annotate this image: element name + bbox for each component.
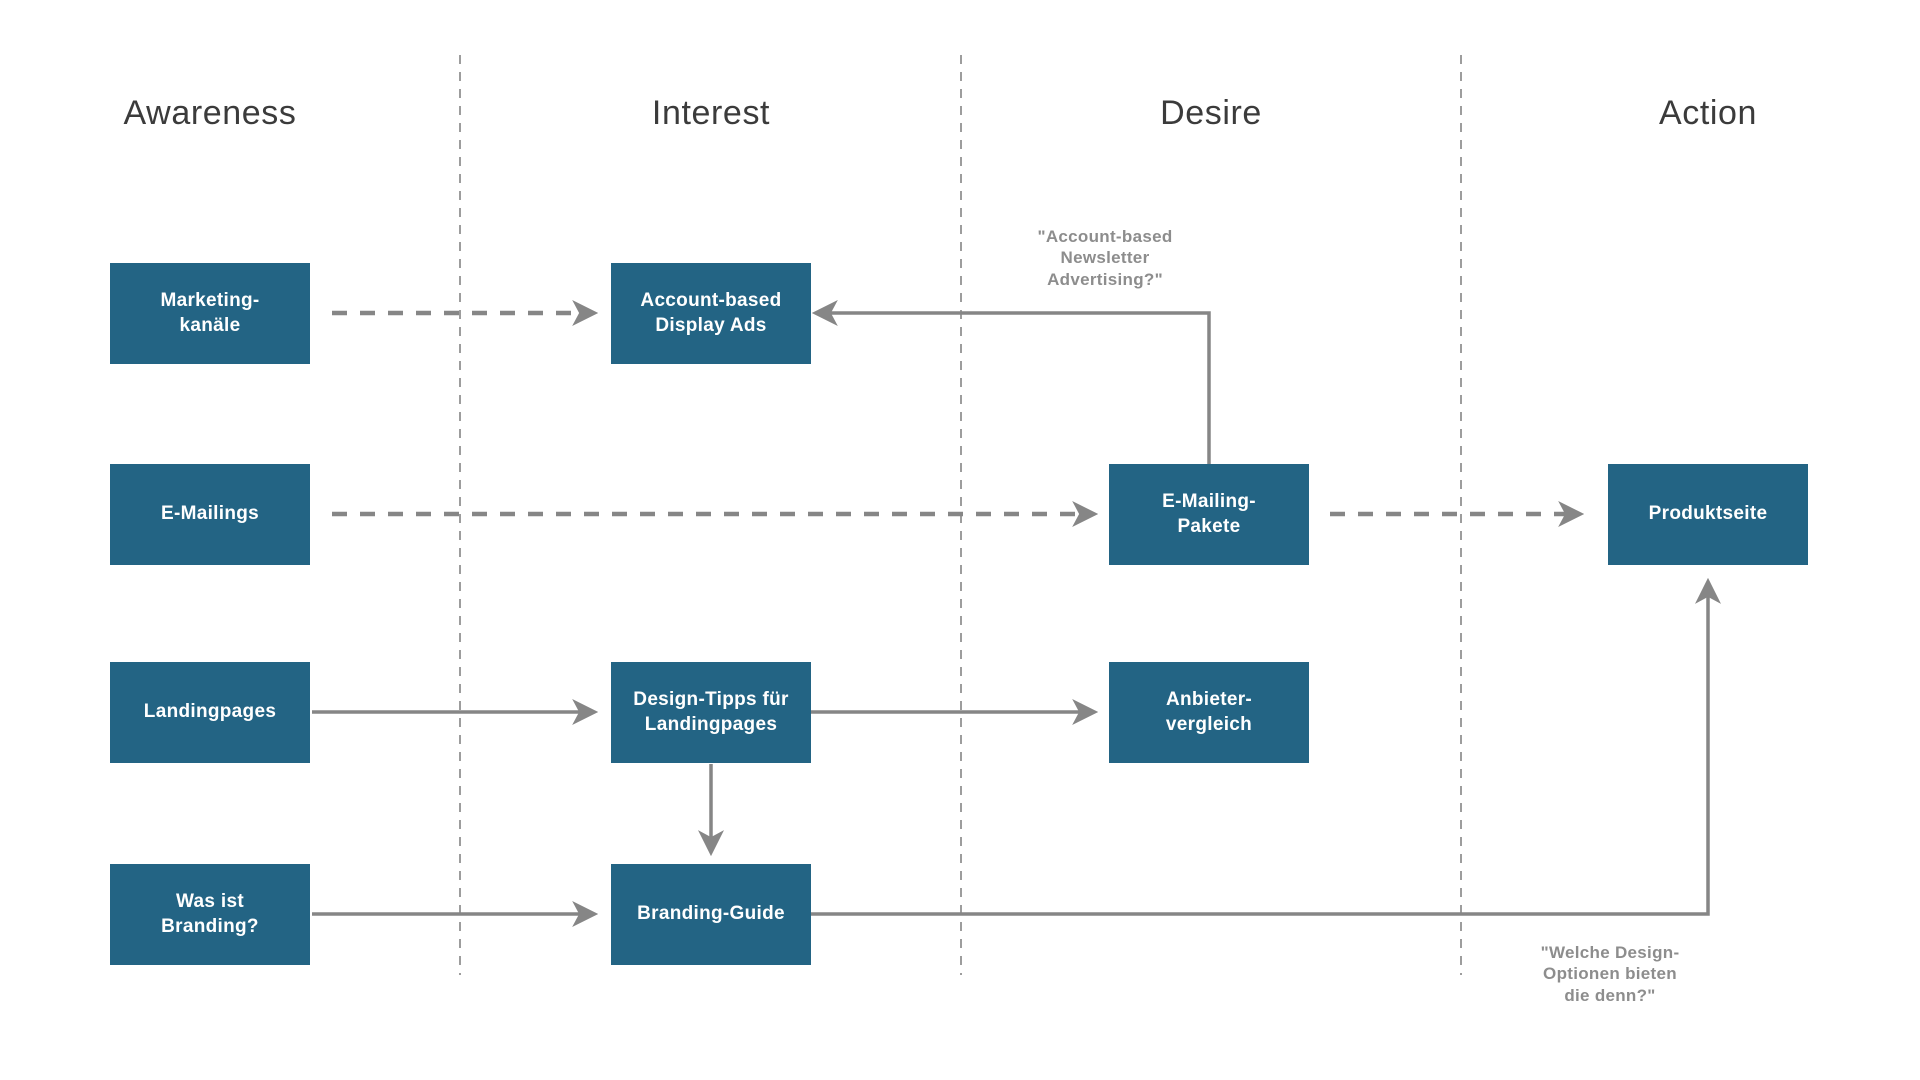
- column-heading-action: Action: [1658, 94, 1758, 132]
- annotation-design-question: "Welche Design- Optionen bieten die denn…: [1540, 943, 1680, 1005]
- node-label: Account-based Display Ads: [640, 289, 782, 336]
- node-label: Branding-Guide: [637, 903, 785, 925]
- node-e-mailings: E-Mailings: [110, 464, 310, 565]
- edge-brandingguide-to-produktseite: [811, 577, 1721, 916]
- node-label: Anbieter- vergleich: [1165, 688, 1253, 735]
- column-heading-awareness: Awareness: [123, 94, 297, 132]
- node-was-ist-branding: Was ist Branding?: [110, 864, 310, 965]
- node-label: E-Mailings: [160, 503, 259, 525]
- node-label: Marketing- kanäle: [160, 289, 260, 336]
- node-design-tipps: Design-Tipps für Landingpages: [611, 662, 811, 763]
- column-heading-interest: Interest: [651, 94, 771, 132]
- node-produktseite: Produktseite: [1608, 464, 1808, 565]
- node-label: E-Mailing- Pakete: [1162, 490, 1256, 537]
- annotation-newsletter-question: "Account-based Newsletter Advertising?": [1037, 227, 1173, 289]
- node-anbieter-vergleich: Anbieter- vergleich: [1109, 662, 1309, 763]
- node-branding-guide: Branding-Guide: [611, 864, 811, 965]
- node-label: Produktseite: [1648, 503, 1768, 525]
- edge-pakete-to-displayads: [811, 300, 1211, 464]
- node-account-based-display-ads: Account-based Display Ads: [611, 263, 811, 364]
- node-e-mailing-pakete: E-Mailing- Pakete: [1109, 464, 1309, 565]
- node-label: Landingpages: [143, 701, 277, 723]
- node-landingpages: Landingpages: [110, 662, 310, 763]
- column-heading-desire: Desire: [1160, 94, 1262, 132]
- node-label: Design-Tipps für Landingpages: [633, 688, 789, 735]
- node-marketing-kanaele: Marketing- kanäle: [110, 263, 310, 364]
- node-label: Was ist Branding?: [161, 890, 259, 937]
